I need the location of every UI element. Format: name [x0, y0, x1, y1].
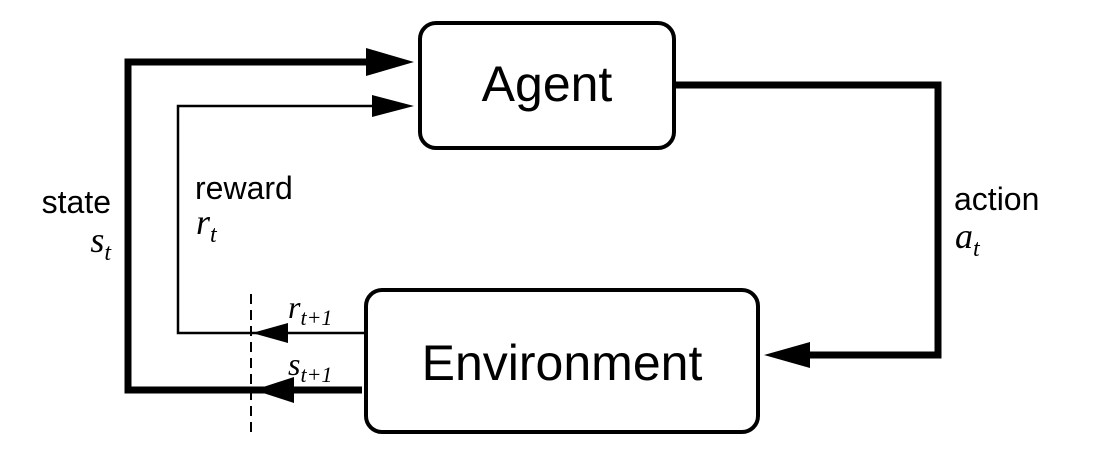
state-line — [124, 58, 375, 394]
action-symbol: at — [955, 216, 981, 262]
reward-symbol: rt — [196, 202, 218, 248]
agent-label: Agent — [482, 56, 613, 112]
reward-arrowhead — [372, 95, 414, 117]
environment-label: Environment — [422, 335, 703, 391]
action-arrowhead — [764, 342, 810, 368]
state-label: state — [42, 184, 111, 220]
next-state-arrowhead — [254, 377, 294, 403]
reward-label: reward — [195, 170, 293, 206]
action-line — [674, 81, 942, 359]
state-symbol: st — [90, 220, 112, 266]
next-reward-arrowhead — [252, 323, 288, 343]
action-label: action — [954, 181, 1039, 217]
next-reward-symbol: rt+1 — [288, 289, 332, 330]
state-arrowhead — [366, 48, 414, 76]
environment-box — [364, 288, 760, 434]
next-state-symbol: st+1 — [288, 346, 332, 387]
